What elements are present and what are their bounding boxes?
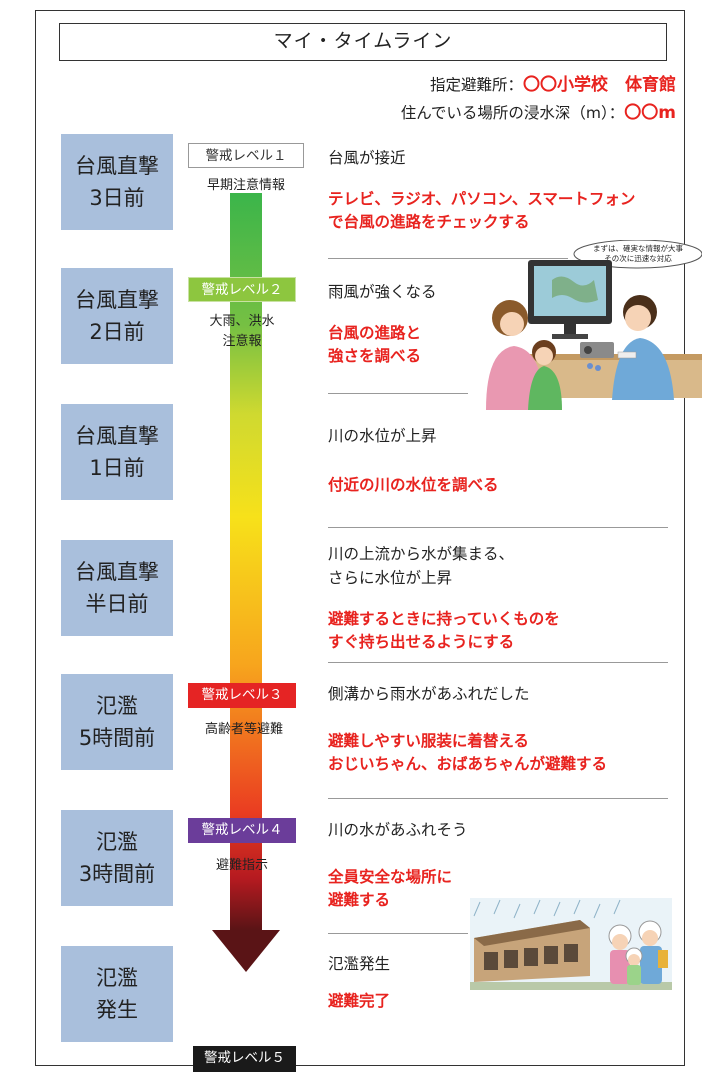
level-3-note: 高齢者等避難 [186, 720, 302, 740]
action-line: おじいちゃん、おばあちゃんが避難する [328, 755, 608, 773]
action-line: 台風の進路と [328, 324, 422, 342]
action-text: 避難しやすい服装に着替える おじいちゃん、おばあちゃんが避難する [328, 730, 607, 776]
alert-level-1-badge: 警戒レベル１ [188, 143, 304, 168]
alert-level-3-badge: 警戒レベル３ [188, 683, 296, 708]
action-text: テレビ、ラジオ、パソコン、スマートフォン で台風の進路をチェックする [328, 188, 635, 234]
stage-line1: 氾濫 [96, 830, 138, 854]
event-line: 氾濫発生 [328, 955, 391, 973]
event-line: 川の上流から水が集まる、 [328, 545, 515, 563]
page-frame [35, 10, 685, 1066]
level-1-note: 早期注意情報 [190, 176, 302, 196]
stage-box: 台風直撃 2日前 [61, 268, 173, 364]
shelter-info: 指定避難所：〇〇小学校 体育館 [430, 70, 676, 95]
stage-line1: 台風直撃 [75, 424, 159, 448]
row-divider [328, 258, 568, 259]
family-watching-tv-illustration: まずは、確実な情報が大事 その次に迅速な対応 [486, 240, 702, 410]
event-text: 川の水があふれそう [328, 818, 468, 842]
alert-level-2-badge: 警戒レベル２ [188, 277, 296, 302]
stage-line1: 氾濫 [96, 694, 138, 718]
alert-level-4-badge: 警戒レベル４ [188, 818, 296, 843]
event-text: 川の上流から水が集まる、 さらに水位が上昇 [328, 542, 514, 590]
level-note-line: 大雨、洪水 [209, 314, 275, 329]
action-line: 避難する [328, 891, 391, 909]
event-text: 側溝から雨水があふれだした [328, 682, 530, 706]
action-line: 避難しやすい服装に着替える [328, 732, 529, 750]
level-note-line: 注意報 [222, 334, 262, 349]
action-line: 全員安全な場所に [328, 868, 453, 886]
stage-line2: 3日前 [89, 186, 145, 210]
row-divider [328, 393, 468, 394]
event-text: 川の水位が上昇 [328, 424, 437, 448]
action-line: 避難完了 [328, 992, 391, 1010]
speech-bubble-line: その次に迅速な対応 [604, 253, 672, 263]
action-text: 台風の進路と 強さを調べる [328, 322, 421, 368]
event-line: さらに水位が上昇 [328, 569, 453, 587]
depth-info: 住んでいる場所の浸水深（m）：〇〇m [401, 98, 676, 123]
stage-line2: 1日前 [89, 456, 145, 480]
action-line: 強さを調べる [328, 347, 422, 365]
timeline-bar [230, 193, 262, 930]
event-text: 氾濫発生 [328, 952, 390, 976]
stage-line1: 台風直撃 [75, 154, 159, 178]
stage-line2: 発生 [96, 998, 138, 1022]
alert-level-5-badge: 警戒レベル５ [193, 1046, 296, 1072]
action-line: で台風の進路をチェックする [328, 213, 530, 231]
depth-value: 〇〇m [624, 103, 676, 123]
stage-line2: 2日前 [89, 320, 145, 344]
event-line: 側溝から雨水があふれだした [328, 685, 530, 703]
level-note-line: 高齢者等避難 [204, 722, 283, 737]
level-4-note: 避難指示 [188, 856, 296, 876]
shelter-value: 〇〇小学校 体育館 [523, 75, 676, 95]
timeline-arrow-icon [212, 930, 280, 972]
stage-box: 氾濫 5時間前 [61, 674, 173, 770]
row-divider [328, 933, 468, 934]
stage-box: 氾濫 3時間前 [61, 810, 173, 906]
event-line: 川の水位が上昇 [328, 427, 437, 445]
stage-line1: 台風直撃 [75, 288, 159, 312]
evacuation-shelter-illustration [470, 898, 672, 990]
row-divider [328, 798, 668, 799]
shelter-label: 指定避難所： [429, 76, 523, 94]
action-text: 避難完了 [328, 990, 390, 1013]
action-text: 付近の川の水位を調べる [328, 474, 499, 497]
level-note-line: 早期注意情報 [206, 178, 285, 193]
stage-box: 台風直撃 3日前 [61, 134, 173, 230]
action-text: 全員安全な場所に 避難する [328, 866, 452, 912]
action-text: 避難するときに持っていくものを すぐ持ち出せるようにする [328, 608, 560, 654]
stage-box: 氾濫 発生 [61, 946, 173, 1042]
event-text: 台風が接近 [328, 146, 406, 170]
stage-line2: 5時間前 [78, 726, 156, 750]
page-title: マイ・タイムライン [59, 23, 667, 61]
action-line: 付近の川の水位を調べる [328, 476, 499, 494]
stage-line2: 3時間前 [78, 862, 156, 886]
speech-bubble-line: まずは、確実な情報が大事 [593, 243, 683, 253]
action-line: 避難するときに持っていくものを [328, 610, 560, 628]
stage-box: 台風直撃 半日前 [61, 540, 173, 636]
level-2-note: 大雨、洪水 注意報 [188, 312, 296, 352]
action-line: テレビ、ラジオ、パソコン、スマートフォン [328, 190, 636, 208]
level-note-line: 避難指示 [215, 858, 268, 873]
event-text: 雨風が強くなる [328, 280, 437, 304]
stage-line1: 氾濫 [96, 966, 138, 990]
event-line: 川の水があふれそう [328, 821, 468, 839]
action-line: すぐ持ち出せるようにする [328, 633, 515, 651]
event-line: 雨風が強くなる [328, 283, 437, 301]
row-divider [328, 527, 668, 528]
stage-box: 台風直撃 1日前 [61, 404, 173, 500]
stage-line1: 台風直撃 [75, 560, 159, 584]
event-line: 台風が接近 [328, 149, 406, 167]
row-divider [328, 662, 668, 663]
depth-label: 住んでいる場所の浸水深（m）： [400, 104, 625, 122]
stage-line2: 半日前 [85, 592, 149, 616]
